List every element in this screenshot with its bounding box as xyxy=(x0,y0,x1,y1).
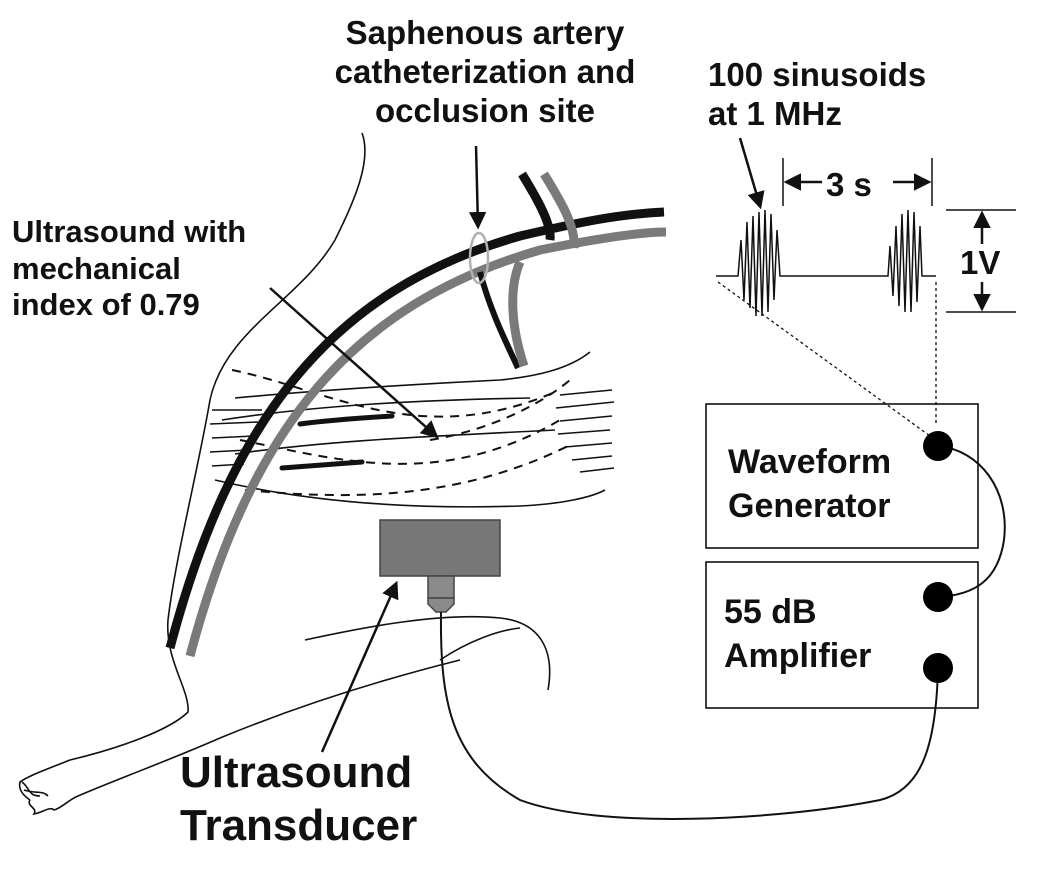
waveform-projection-lines xyxy=(717,281,937,437)
saphenous-vessels xyxy=(165,171,667,658)
muscle-fibers-dark xyxy=(279,413,395,471)
transducer-tip xyxy=(427,597,455,613)
waveform-generator-line-2: Generator xyxy=(728,487,891,526)
ultrasound-label-line-1: Ultrasound with xyxy=(12,214,247,249)
knee-contour xyxy=(439,627,521,661)
period-label: 3 s xyxy=(826,166,872,203)
transducer-label: Ultrasound Transducer xyxy=(180,747,417,853)
transducer-label-line-1: Ultrasound xyxy=(180,748,413,797)
muscle-fibers xyxy=(209,351,615,508)
amplifier-box xyxy=(705,561,979,709)
amplifier-input-connector-dot xyxy=(923,582,953,612)
sinusoids-label-line-2: at 1 MHz xyxy=(708,94,842,132)
ultrasound-label-line-2: mechanical xyxy=(12,250,181,286)
amplitude-label: 1V xyxy=(960,244,1001,281)
paw-toes xyxy=(28,659,461,816)
vessel-dark xyxy=(165,207,665,650)
ultrasound-arrow xyxy=(269,287,439,439)
waveform-generator-label: Waveform Generator xyxy=(728,440,891,528)
saphenous-site-label: Saphenous artery catheterization and occ… xyxy=(300,14,670,131)
generator-connector-dot xyxy=(923,431,953,461)
waveform-generator-line-1: Waveform xyxy=(728,443,892,481)
paw-detail xyxy=(21,781,49,797)
leg-outline xyxy=(18,132,551,816)
transducer-arrow xyxy=(320,580,399,753)
saphenous-label-line-1: Saphenous artery xyxy=(345,14,625,51)
waveform-plot xyxy=(716,158,1016,317)
transducer-cable xyxy=(439,611,939,820)
ultrasound-index-label: Ultrasound with mechanical index of 0.79 xyxy=(12,214,246,324)
branch-gray xyxy=(540,171,579,249)
waveform-generator-box xyxy=(705,403,979,549)
saphenous-label-line-3: occlusion site xyxy=(374,91,596,129)
branch-dark xyxy=(518,171,555,241)
transducer-body xyxy=(379,519,501,577)
transducer-neck xyxy=(427,575,455,599)
occlusion-ring xyxy=(468,231,490,285)
amplifier-output-connector-dot xyxy=(923,653,953,683)
transducer-label-line-2: Transducer xyxy=(180,800,418,850)
generator-to-amplifier-cable xyxy=(937,445,1006,598)
pointer-arrows xyxy=(269,137,765,753)
sinusoid-arrow xyxy=(738,137,765,210)
cables xyxy=(439,445,1006,820)
lower-branch-gray xyxy=(508,260,529,368)
lower-branch-dark xyxy=(477,271,521,370)
sinusoids-label: 100 sinusoids at 1 MHz xyxy=(708,56,926,134)
ultrasound-label-line-3: index of 0.79 xyxy=(12,287,200,323)
vessel-gray xyxy=(185,227,667,658)
ultrasound-transducer xyxy=(379,519,501,613)
amplifier-label: 55 dB Amplifier xyxy=(724,590,871,678)
leg-back-contour xyxy=(18,132,366,801)
leg-front-contour xyxy=(304,615,551,691)
ultrasound-beam-dashes xyxy=(231,369,571,497)
occlusion-arrow xyxy=(468,145,487,230)
amplifier-line-1: 55 dB xyxy=(724,593,817,631)
saphenous-label-line-2: catheterization and xyxy=(334,52,636,90)
sinusoids-label-line-1: 100 sinusoids xyxy=(708,56,927,93)
waveform-trace xyxy=(716,209,936,317)
amplifier-line-2: Amplifier xyxy=(724,637,872,676)
